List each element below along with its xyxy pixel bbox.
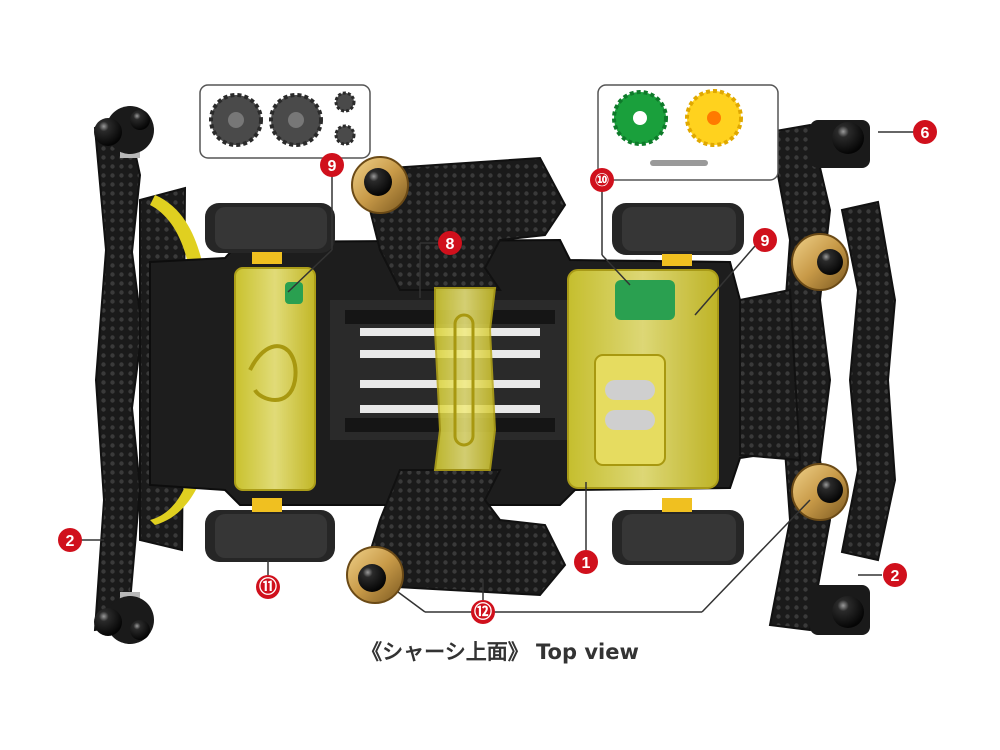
gold-roller-rear-bottom	[791, 463, 849, 521]
rear-wheel-bottom	[612, 498, 744, 565]
front-wheel-bottom	[205, 498, 335, 562]
callout-number: ⑪	[259, 576, 277, 598]
callout-11: ⑪	[256, 575, 280, 599]
front-left-roller-bottom	[94, 592, 154, 644]
rear-wheel-top	[612, 203, 744, 266]
callout-9-front: 9	[320, 153, 344, 177]
callout-number: 6	[921, 125, 930, 142]
callout-number: 8	[446, 236, 455, 253]
rear-roller-bottom	[810, 585, 870, 635]
gold-roller-rear-top	[791, 233, 849, 291]
gear-inset-right	[597, 84, 779, 181]
figure-caption: 《シャーシ上面》 Top view	[361, 640, 639, 664]
callout-2-front: 2	[58, 528, 82, 552]
callout-6: 6	[913, 120, 937, 144]
callout-2-rear: 2	[883, 563, 907, 587]
callout-number: 1	[582, 555, 591, 572]
callout-9-rear: 9	[753, 228, 777, 252]
callout-number: ⑫	[474, 601, 492, 623]
callout-number: 2	[66, 533, 75, 550]
gear-inset-left	[199, 84, 371, 159]
callout-12: ⑫	[471, 600, 495, 624]
front-gear-cover	[234, 267, 316, 491]
center-carbon-plate	[358, 156, 567, 597]
gold-roller-front-top	[351, 156, 409, 214]
front-left-roller-top	[94, 106, 154, 158]
callout-number: 9	[761, 233, 770, 250]
rear-carbon-plate	[739, 123, 897, 632]
gold-roller-front-bottom	[346, 546, 404, 604]
callout-number: 2	[891, 568, 900, 585]
front-wheel-top	[205, 203, 335, 264]
rear-gear-cover-motor	[567, 269, 719, 489]
rear-roller-top	[810, 120, 870, 168]
callout-10: ⑩	[590, 168, 614, 192]
callout-1: 1	[574, 550, 598, 574]
callout-number: ⑩	[594, 170, 609, 191]
callout-8: 8	[438, 231, 462, 255]
callout-number: 9	[328, 158, 337, 175]
center-clear-bracket	[433, 287, 497, 471]
